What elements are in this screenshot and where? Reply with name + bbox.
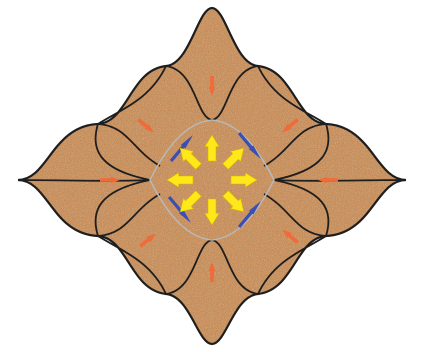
tile-texture-light bbox=[18, 8, 406, 344]
tile-seam bbox=[18, 180, 150, 181]
tile-seam bbox=[274, 180, 406, 181]
tiles bbox=[18, 8, 406, 344]
